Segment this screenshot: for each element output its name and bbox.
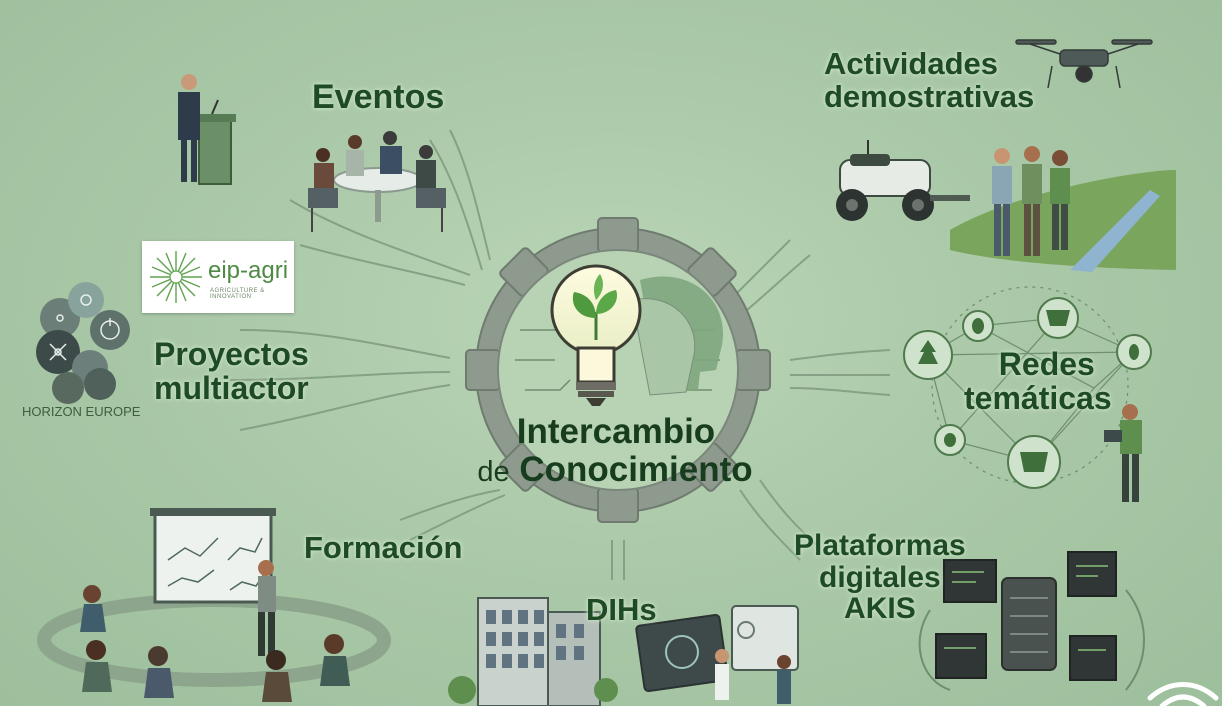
field-demo-scene bbox=[836, 140, 1176, 272]
tablet-person-icon bbox=[1104, 404, 1142, 502]
label-redes: Redes temáticas bbox=[964, 346, 1112, 415]
server-icon bbox=[918, 551, 1145, 691]
center-title-de: de bbox=[477, 456, 510, 488]
label-plataformas-line1: Plataformas bbox=[794, 529, 966, 562]
building-icon bbox=[448, 597, 618, 706]
eip-agri-logo: eip-agri AGRICULTURE & INNOVATION bbox=[142, 241, 294, 313]
meeting-table-icon bbox=[308, 131, 446, 232]
label-eventos: Eventos bbox=[312, 78, 445, 116]
label-actividades: Actividades demostrativas bbox=[824, 46, 1035, 114]
label-redes-line1: Redes bbox=[998, 346, 1095, 382]
center-title-line1: Intercambio bbox=[516, 412, 716, 451]
flow-arrows bbox=[229, 129, 891, 580]
label-proyectos: Proyectos multiactor bbox=[154, 336, 309, 406]
center-title-main: Conocimiento bbox=[519, 450, 753, 489]
network-nodes-icon bbox=[903, 286, 1152, 502]
podium-speaker-icon bbox=[178, 74, 236, 185]
label-dihs: DIHs bbox=[586, 592, 657, 627]
tractor-robot-icon bbox=[836, 140, 970, 221]
training-scene bbox=[37, 508, 391, 702]
lightbulb-icon bbox=[550, 264, 642, 406]
label-plataformas-line2: digitales bbox=[819, 560, 941, 594]
digital-screens-scene bbox=[635, 605, 799, 704]
central-gear bbox=[465, 217, 771, 523]
wifi-icon bbox=[1147, 682, 1219, 706]
logo-brand-text: eip-agri bbox=[208, 257, 289, 284]
label-redes-line2: temáticas bbox=[964, 379, 1112, 416]
label-formacion: Formación bbox=[304, 530, 463, 565]
label-actividades-line2: demostrativas bbox=[824, 78, 1035, 114]
drone-icon bbox=[1015, 39, 1153, 89]
center-title-line2: de Conocimiento bbox=[470, 450, 760, 490]
logo-tagline: AGRICULTURE & INNOVATION bbox=[210, 288, 265, 300]
label-proyectos-line2: multiactor bbox=[154, 369, 309, 406]
horizon-europe-cluster bbox=[36, 282, 130, 404]
eip-agri-emblem-icon bbox=[150, 251, 202, 303]
label-plataformas: Plataformas digitales AKIS bbox=[794, 530, 966, 625]
horizon-europe-label: HORIZON EUROPE bbox=[22, 404, 141, 419]
label-proyectos-line1: Proyectos bbox=[154, 336, 309, 372]
label-plataformas-line3: AKIS bbox=[844, 592, 916, 625]
label-actividades-line1: Actividades bbox=[824, 46, 999, 81]
